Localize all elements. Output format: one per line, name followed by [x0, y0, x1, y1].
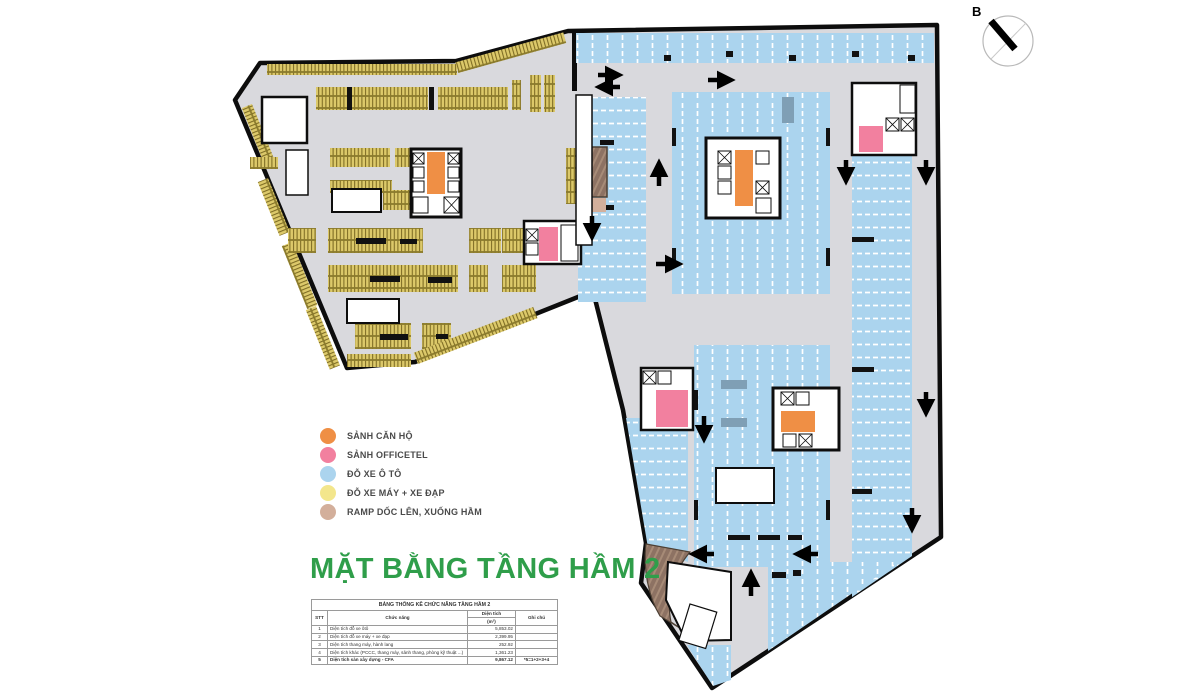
officetel-lobby-west: [539, 227, 558, 261]
technical-room: [715, 467, 775, 504]
legend-label: RAMP DỐC LÊN, XUỐNG HẦM: [347, 506, 482, 517]
row-area: 1,361.23: [467, 648, 516, 657]
table-row: 1 Diện tích đỗ xe ôtô 5,853.02: [311, 624, 559, 634]
col-header-stt: STT: [311, 609, 328, 626]
row-note: [514, 624, 559, 634]
motorbike-parking-area: [241, 32, 580, 370]
row-stt: 4: [311, 648, 328, 657]
legend: SẢNH CĂN HỘ SẢNH OFFICETEL ĐỖ XE Ô TÔ ĐỖ…: [320, 426, 482, 521]
row-area: 9,867.12: [467, 655, 516, 665]
officetel-lobby-south: [656, 390, 688, 427]
apartment-lobby-core-north: [704, 136, 782, 220]
row-function: Diện tích khác (PCCC, thang máy, sảnh th…: [327, 648, 468, 657]
moto-parking-swatch: [320, 484, 336, 501]
row-stt: 5: [311, 655, 328, 665]
row-note: [514, 640, 559, 650]
legend-item-officetel-lobby: SẢNH OFFICETEL: [320, 445, 482, 464]
core-blocks: [260, 81, 918, 650]
apartment-lobby-west: [427, 152, 445, 194]
officetel-lobby-core-west: [522, 219, 583, 266]
row-area: 2,399.95: [467, 632, 516, 642]
col-header-area: Diện tích: [467, 609, 516, 619]
row-function: Diện tích sàn xây dựng - CFA: [327, 655, 468, 665]
ramp-swatch: [320, 503, 336, 520]
apartment-lobby-north: [735, 150, 753, 206]
col-header-note: Ghi chú: [514, 609, 559, 626]
officetel-lobby-east: [859, 126, 883, 152]
table-row-total: 5 Diện tích sàn xây dựng - CFA 9,867.12 …: [311, 655, 559, 665]
table-row: 2 Diện tích đỗ xe máy + xe đạp 2,399.95: [311, 632, 559, 642]
legend-item-ramp: RAMP DỐC LÊN, XUỐNG HẦM: [320, 502, 482, 521]
legend-label: SẢNH OFFICETEL: [347, 449, 428, 460]
officetel-lobby-core-east: [850, 81, 918, 157]
legend-item-car-parking: ĐỖ XE Ô TÔ: [320, 464, 482, 483]
compass-circle: [982, 15, 1034, 67]
apartment-lobby-core-south: [771, 386, 841, 452]
officetel-lobby-swatch: [320, 446, 336, 463]
section-divider-wall: [572, 33, 577, 91]
col-header-area-unit: (m²): [467, 617, 516, 626]
table-row: 4 Diện tích khác (PCCC, thang máy, sảnh …: [311, 648, 559, 657]
row-function: Diện tích thang máy, hành lang: [327, 640, 468, 650]
row-stt: 2: [311, 632, 328, 642]
ramp-building: [664, 560, 732, 650]
north-compass: [982, 15, 1034, 67]
legend-label: ĐỖ XE MÁY + XE ĐẠP: [347, 487, 445, 498]
legend-item-apartment-lobby: SẢNH CĂN HỘ: [320, 426, 482, 445]
legend-item-moto-parking: ĐỖ XE MÁY + XE ĐẠP: [320, 483, 482, 502]
row-function: Diện tích đỗ xe máy + xe đạp: [327, 632, 468, 642]
apartment-lobby-core-west: [409, 147, 463, 219]
compass-north-label: B: [972, 4, 982, 19]
apartment-lobby-south: [781, 411, 815, 432]
page-title: MẶT BẰNG TẦNG HẦM 2: [310, 553, 661, 585]
legend-label: SẢNH CĂN HỘ: [347, 430, 413, 441]
row-note: *5=1+2+3+4: [514, 655, 559, 665]
col-header-function: Chức năng: [327, 609, 468, 626]
legend-label: ĐỖ XE Ô TÔ: [347, 468, 402, 479]
row-note: [514, 648, 559, 657]
officetel-lobby-core-south: [639, 366, 695, 432]
row-note: [514, 632, 559, 642]
car-parking-swatch: [320, 465, 336, 482]
car-parking-area: [576, 33, 934, 686]
table-row: 3 Diện tích thang máy, hành lang 252.92: [311, 640, 559, 650]
row-stt: 1: [311, 624, 328, 634]
apartment-lobby-swatch: [320, 427, 336, 444]
north-needle: [988, 18, 1018, 52]
row-area: 5,853.02: [467, 624, 516, 634]
row-area: 252.92: [467, 640, 516, 650]
statistics-table: BẢNG THỐNG KÊ CHỨC NĂNG TẦNG HẦM 2 STT C…: [310, 599, 559, 665]
table-title: BẢNG THỐNG KÊ CHỨC NĂNG TẦNG HẦM 2: [310, 599, 559, 611]
drive-lane-arrows: [582, 65, 936, 596]
row-function: Diện tích đỗ xe ôtô: [327, 624, 468, 634]
row-stt: 3: [311, 640, 328, 650]
